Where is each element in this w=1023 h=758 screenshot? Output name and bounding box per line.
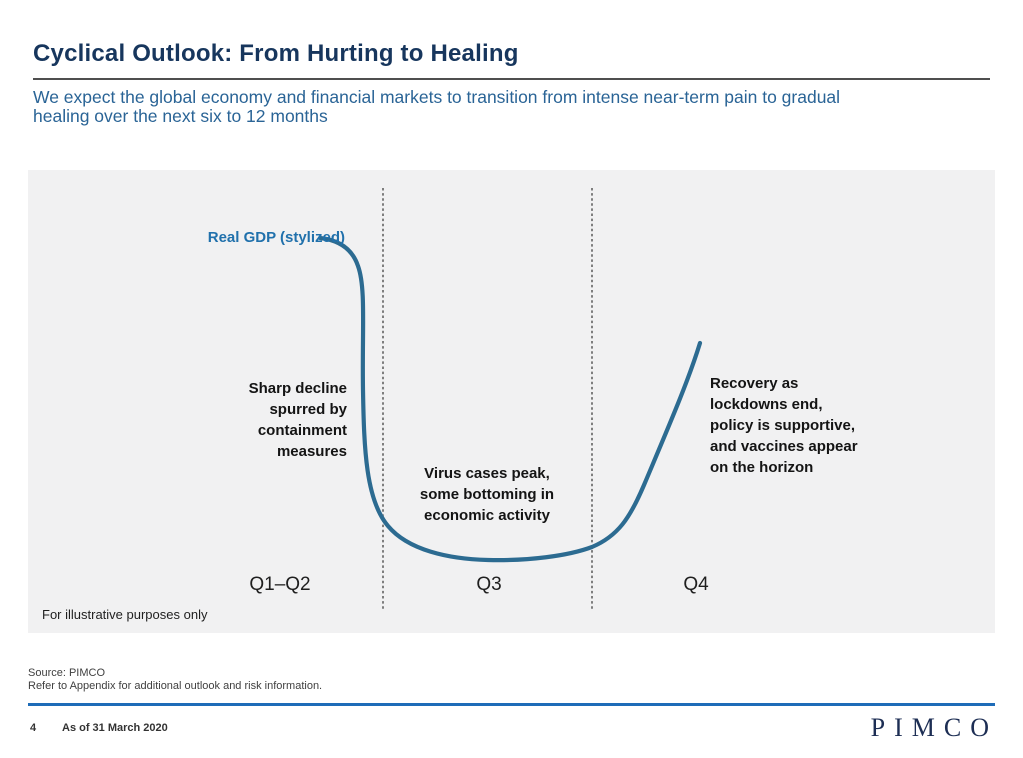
pimco-logo: PIMCO — [870, 713, 998, 742]
x-axis-label-q3: Q3 — [476, 574, 502, 595]
annotation-virus-peak: Virus cases peak, some bottoming in econ… — [419, 465, 555, 524]
page-number: 4 — [30, 722, 37, 734]
illustrative-disclaimer: For illustrative purposes only — [42, 607, 208, 622]
appendix-note: Refer to Appendix for additional outlook… — [28, 680, 323, 692]
real-gdp-curve-path — [317, 235, 703, 563]
annotation-recovery: Recovery as lockdowns end, policy is sup… — [710, 375, 858, 476]
subtitle: We expect the global economy and financi… — [33, 87, 841, 126]
footer-divider — [28, 703, 995, 706]
real-gdp-series-label: Real GDP (stylized) — [207, 229, 345, 246]
source-line: Source: PIMCO — [28, 667, 106, 679]
x-axis-label-q4: Q4 — [683, 574, 709, 595]
source-block: Source: PIMCO Refer to Appendix for addi… — [28, 667, 322, 693]
chart-area: Real GDP (stylized) Sharp decline spurre… — [28, 170, 995, 633]
page-title: Cyclical Outlook: From Hurting to Healin… — [33, 40, 519, 67]
as-of-date: As of 31 March 2020 — [62, 722, 168, 734]
title-divider — [33, 78, 990, 80]
x-axis-label-q1-q2: Q1–Q2 — [249, 574, 311, 595]
annotation-sharp-decline: Sharp decline spurred by containment mea… — [248, 380, 347, 460]
gdp-chart-svg — [317, 188, 703, 610]
